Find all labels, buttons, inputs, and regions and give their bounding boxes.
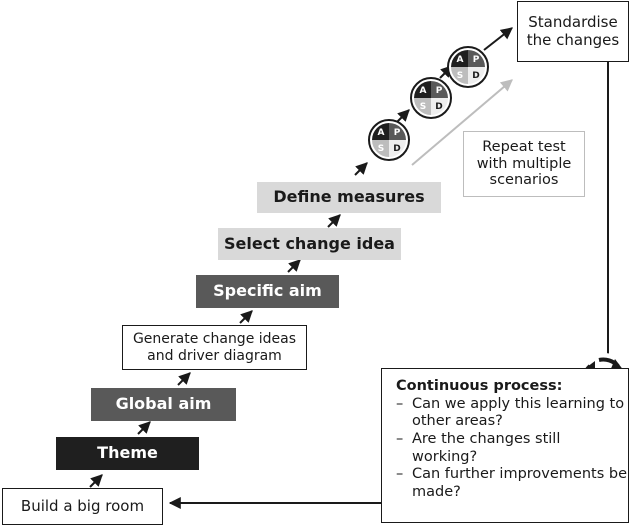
arrow-theme-to-global [137, 421, 151, 435]
step-define-measures: Define measures [257, 182, 441, 213]
arrow-room-to-theme [89, 474, 103, 488]
repeat-note-label: Repeat test with multiple scenarios [476, 138, 572, 189]
process-item-text: Can we apply this learning to other area… [412, 395, 625, 430]
step-generate-ideas-label: Generate change ideas and driver diagram [132, 331, 297, 364]
arrow-global-to-generate [177, 372, 191, 386]
step-standardise: Standardise the changes [517, 1, 629, 62]
pdsa-p: P [436, 86, 443, 96]
pdsa-s: S [420, 102, 426, 112]
pdsa-p: P [394, 128, 401, 138]
step-build-room: Build a big room [2, 488, 163, 525]
process-item: –Can further improvements be made? [396, 466, 628, 501]
process-item-text: Are the changes still working? [412, 431, 561, 465]
step-build-room-label: Build a big room [20, 496, 145, 515]
continuous-process-box: Continuous process: –Can we apply this l… [381, 368, 629, 523]
pdsa-p: P [473, 55, 480, 65]
process-item-text: Can further improvements be made? [412, 466, 628, 501]
process-item: –Are the changes still working? [396, 431, 628, 466]
pdsa-a: A [420, 86, 427, 96]
pdsa-s: S [457, 71, 463, 81]
pdsa-cycle-3: A P S D [447, 46, 489, 88]
step-select-idea-label: Select change idea [224, 233, 395, 253]
step-global-aim: Global aim [91, 388, 236, 421]
pdsa-d: D [472, 71, 479, 81]
arrow-select-to-define [327, 214, 341, 228]
step-generate-ideas: Generate change ideas and driver diagram [122, 325, 307, 370]
repeat-arrow [411, 79, 513, 166]
step-theme: Theme [56, 437, 199, 470]
pdsa-a: A [378, 128, 385, 138]
pdsa-a: A [457, 55, 464, 65]
bullet-dash: – [396, 431, 404, 448]
step-theme-label: Theme [97, 443, 158, 463]
process-list: –Can we apply this learning to other are… [396, 396, 628, 502]
arrow-pdsa1-to-pdsa2 [396, 109, 410, 123]
step-global-aim-label: Global aim [115, 394, 212, 414]
step-standardise-label: Standardise the changes [526, 13, 620, 49]
repeat-note: Repeat test with multiple scenarios [463, 131, 585, 197]
bullet-dash: – [396, 395, 404, 412]
pdsa-d: D [393, 144, 400, 154]
pdsa-d: D [435, 102, 442, 112]
step-select-idea: Select change idea [218, 228, 401, 260]
arrow-generate-to-specific [239, 310, 253, 324]
step-define-measures-label: Define measures [273, 187, 425, 207]
arrow-pdsa3-to-standardise [483, 27, 513, 51]
bullet-dash: – [396, 466, 404, 483]
process-title: Continuous process: [396, 378, 563, 394]
process-item: –Can we apply this learning to other are… [396, 396, 628, 431]
pdsa-cycle-2: A P S D [410, 77, 452, 119]
pdsa-cycle-1: A P S D [368, 119, 410, 161]
arrow-define-to-pdsa1 [354, 162, 368, 176]
pdsa-s: S [378, 144, 384, 154]
step-specific-aim: Specific aim [196, 275, 339, 308]
step-specific-aim-label: Specific aim [213, 281, 322, 301]
arrow-specific-to-select [287, 259, 301, 273]
